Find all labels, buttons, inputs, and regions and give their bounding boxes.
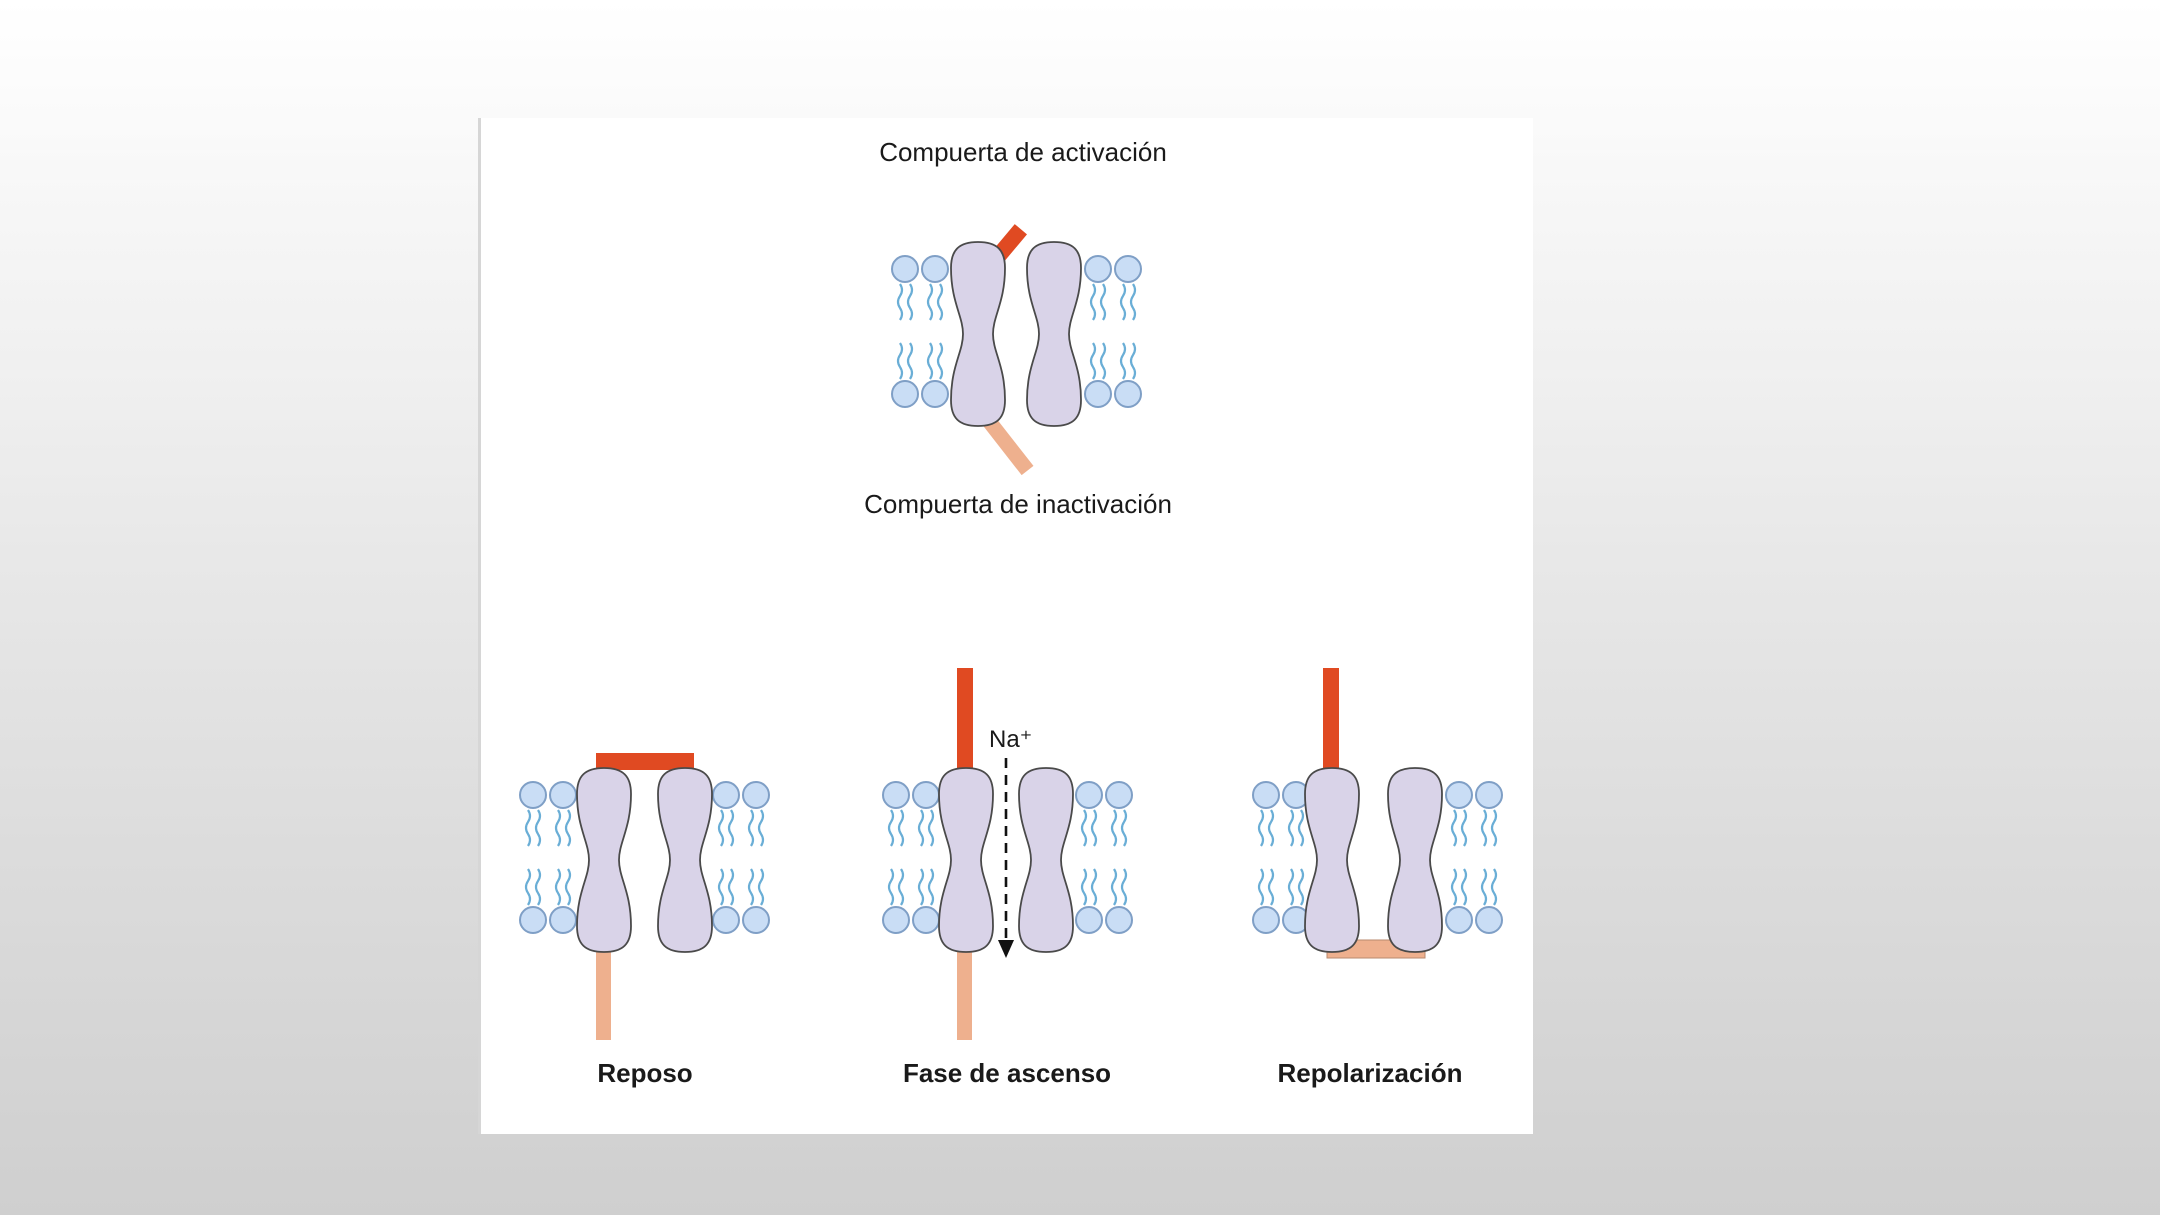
caption-repolarization: Repolarización: [1278, 1058, 1463, 1088]
channel-subunit-left: [1304, 767, 1360, 953]
lipid-bilayer: [892, 256, 1141, 407]
channel-subunit-right: [657, 767, 713, 953]
channel-depolarization: [883, 668, 1132, 1040]
inactivation-gate: [596, 938, 611, 1040]
channel-repolarization: [1253, 668, 1502, 959]
caption-resting: Reposo: [597, 1058, 692, 1088]
channel-subunit-left: [950, 241, 1006, 427]
arrow-head: [998, 940, 1014, 958]
activation-gate-label: Compuerta de activación: [879, 137, 1167, 167]
channel-subunit-right: [1387, 767, 1443, 953]
activation-gate: [596, 753, 694, 770]
channel-subunit-left: [938, 767, 994, 953]
inactivation-gate: [983, 417, 1034, 476]
channel-subunit-right: [1026, 241, 1082, 427]
inactivation-gate-label: Compuerta de inactivación: [864, 489, 1172, 519]
caption-depolarization: Fase de ascenso: [903, 1058, 1111, 1088]
top-channel: [892, 224, 1141, 476]
channel-diagram: Compuerta de activación Compuerta de ina…: [481, 137, 1533, 1088]
channel-subunit-right: [1018, 767, 1074, 953]
activation-gate: [957, 668, 973, 770]
inactivation-gate: [957, 938, 972, 1040]
channel-subunit-left: [576, 767, 632, 953]
channel-resting: [520, 753, 769, 1040]
sodium-channel-figure: Compuerta de activación Compuerta de ina…: [478, 118, 1533, 1134]
activation-gate: [1323, 668, 1339, 770]
sodium-ion-label: Na⁺: [989, 726, 1032, 753]
